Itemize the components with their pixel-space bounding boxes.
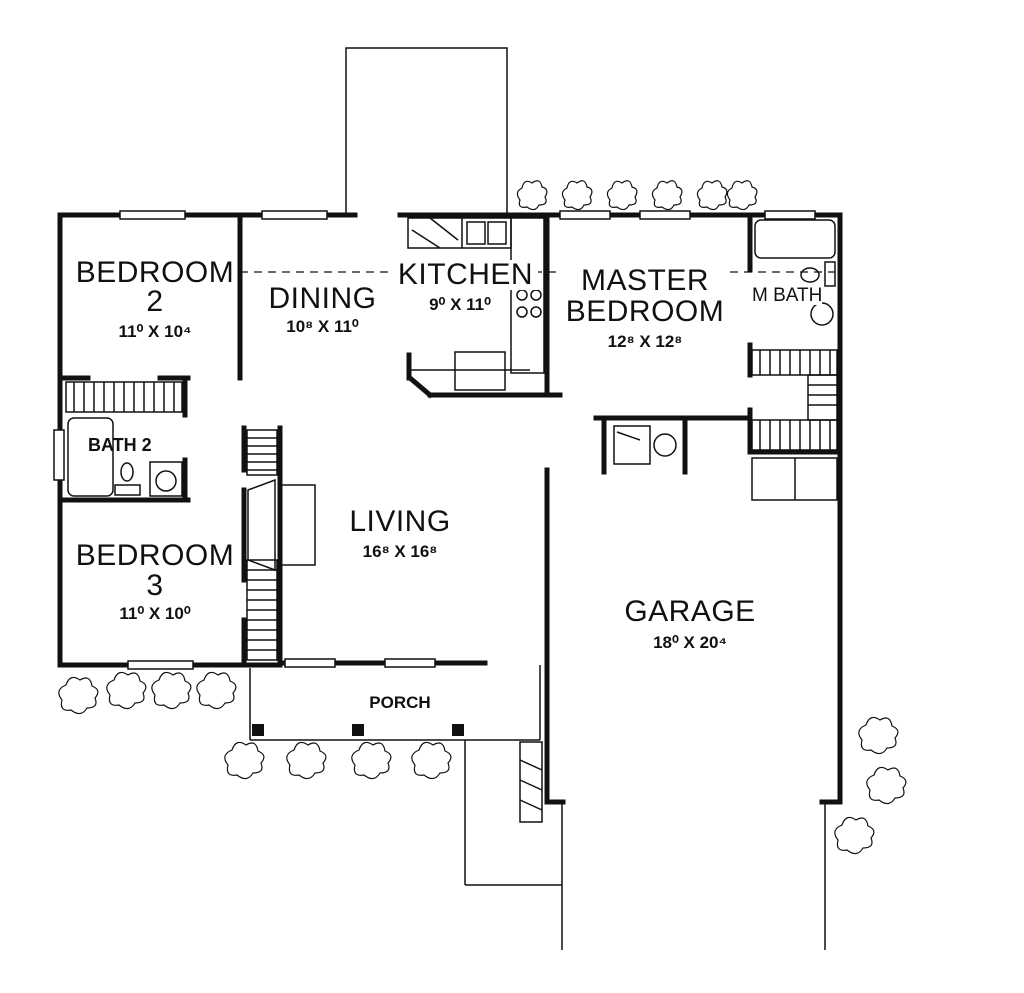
master-dims: 12⁸ X 12⁸ bbox=[607, 332, 683, 351]
walls bbox=[57, 212, 843, 805]
dining-label: DINING bbox=[268, 282, 377, 315]
garage-dims: 18⁰ X 20⁴ bbox=[653, 633, 727, 652]
bedroom2-number: 2 bbox=[146, 285, 164, 318]
dining-dims: 10⁸ X 11⁰ bbox=[286, 317, 359, 336]
windows bbox=[53, 210, 816, 670]
living-label: LIVING bbox=[349, 505, 451, 538]
kitchen-dims: 9⁰ X 11⁰ bbox=[429, 295, 491, 314]
patio-slab bbox=[345, 47, 508, 213]
kitchen-label: KITCHEN bbox=[393, 260, 538, 290]
laundry bbox=[613, 425, 838, 501]
closets bbox=[65, 349, 838, 661]
bedroom3-label: BEDROOM bbox=[75, 539, 235, 572]
garage-label: GARAGE bbox=[624, 595, 756, 628]
bath2-label: BATH 2 bbox=[88, 435, 152, 455]
master-label-2: BEDROOM bbox=[565, 295, 725, 328]
bedroom3-number: 3 bbox=[146, 569, 164, 602]
bath2-fixtures bbox=[67, 417, 183, 497]
mbath-label: M BATH bbox=[752, 285, 823, 306]
porch-outline bbox=[249, 665, 826, 950]
kitchen-fixtures bbox=[407, 217, 545, 391]
porch-label: PORCH bbox=[369, 693, 431, 712]
mbath-fixtures bbox=[754, 219, 836, 326]
bedroom3-dims: 11⁰ X 10⁰ bbox=[119, 604, 191, 623]
porch-posts bbox=[252, 724, 464, 736]
shrubs bbox=[58, 180, 907, 855]
bedroom2-label: BEDROOM bbox=[75, 256, 235, 289]
fireplace bbox=[247, 478, 316, 572]
master-label-1: MASTER bbox=[560, 266, 730, 296]
living-dims: 16⁸ X 16⁸ bbox=[362, 542, 438, 561]
bedroom2-dims: 11⁰ X 10⁴ bbox=[118, 322, 192, 341]
